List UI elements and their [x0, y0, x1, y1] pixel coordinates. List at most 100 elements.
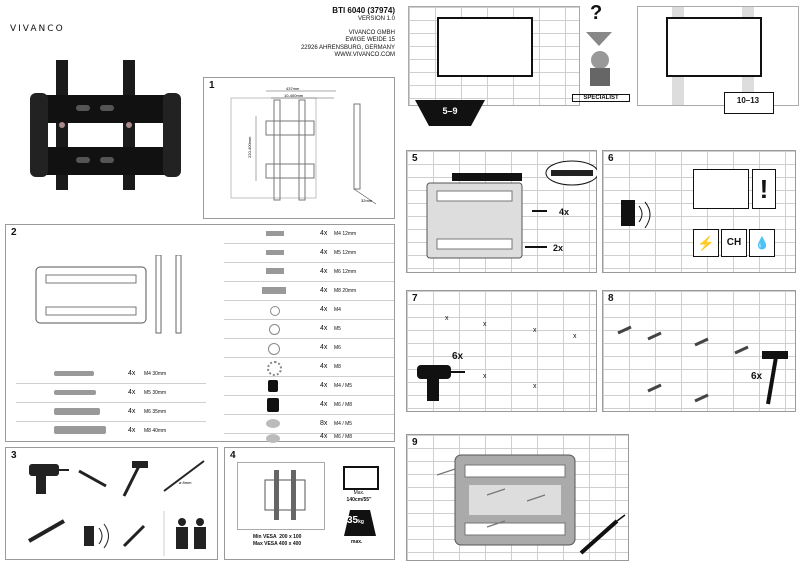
part-row: 4x M8 40mm — [16, 422, 206, 440]
warning-icon: ! — [752, 169, 776, 209]
part-row: 4x M6 35mm — [16, 403, 206, 422]
hammer-icon — [122, 461, 148, 497]
bracket-parts-drawing — [35, 255, 182, 334]
step-number: 3 — [11, 450, 17, 461]
screw-icon — [54, 390, 96, 395]
part-size: M6 12mm — [334, 269, 357, 275]
part-qty: 4x — [320, 249, 328, 256]
wall-tv-left — [408, 6, 580, 106]
detector-icon — [621, 200, 651, 229]
part-row: 4x M5 — [224, 320, 394, 339]
level-icon — [28, 519, 65, 543]
water-icon: 💧 — [749, 229, 775, 257]
part-size: M6 35mm — [144, 409, 167, 415]
washer-icon — [268, 343, 280, 355]
tools-drawing: ø 8mm — [28, 460, 206, 556]
anchor-count-a: 4x — [559, 207, 570, 217]
part-row: 4x M5 12mm — [224, 244, 394, 263]
max-size: 140cm/55" — [346, 497, 372, 503]
part-qty: 4x — [128, 389, 136, 396]
company-name: VIVANCO GMBH — [348, 29, 395, 36]
part-qty: 4x — [320, 325, 328, 332]
screw-icon — [54, 408, 100, 415]
panel-8-anchors: 8 6x — [602, 290, 796, 412]
panel-3-tools: 3 ø 8mm — [5, 447, 218, 560]
page-ref-right — [724, 92, 774, 114]
washer-icon — [266, 434, 280, 443]
panel-1-dimensions: 1 437mm 10-400mm 220-400mm 32mm — [203, 77, 395, 219]
question-icon: ? — [590, 2, 603, 24]
screw-icon — [54, 426, 106, 434]
wall-tv-right — [637, 6, 799, 106]
bracket-on-wall-drawing — [264, 470, 306, 520]
detector-icon — [84, 523, 109, 549]
wall-plate-mount-drawing — [436, 454, 576, 546]
product-photo — [30, 60, 181, 190]
screw-icon — [266, 250, 284, 255]
panel-4-specs: 4 Max. 140cm/55" 35kg max. Min VESA 200 … — [224, 447, 395, 560]
weight-number: 35 — [347, 515, 359, 526]
step-number: 6 — [608, 153, 614, 164]
part-size: M8 — [334, 364, 341, 370]
part-row: 4x M5 30mm — [16, 384, 206, 403]
brand-logo: VIVANCO — [10, 24, 65, 34]
part-row: 4x M4 30mm — [16, 365, 206, 384]
panel-6-detect: 6 ! ⚡ CH 💧 — [602, 150, 796, 273]
drill-icon — [417, 365, 465, 401]
down-arrow-icon — [586, 32, 612, 46]
part-size: M8 40mm — [144, 428, 167, 434]
washer-icon — [270, 306, 280, 316]
drill-mark: x — [573, 333, 577, 340]
drill-bit-icon — [78, 469, 107, 488]
part-size: M6 — [334, 345, 341, 351]
company-city: 22926 AHRENSBURG, GERMANY — [300, 44, 395, 51]
tv-mount-illustration — [237, 462, 325, 530]
model-title: BTI 6040 (37974) — [332, 6, 395, 15]
panel-9-mount: 9 — [406, 434, 629, 561]
drill-mark: x — [533, 383, 537, 390]
drill-mark: x — [483, 373, 487, 380]
spacer-icon — [268, 380, 278, 392]
part-qty: 4x — [320, 306, 328, 313]
specialist-label: SPECIALIST — [572, 94, 630, 102]
part-size: M5 30mm — [144, 390, 167, 396]
screw-icon — [266, 268, 284, 274]
part-size: M5 — [334, 326, 341, 332]
anchor-count: 6x — [751, 371, 763, 382]
part-size: M8 20mm — [334, 288, 357, 294]
part-qty: 4x — [128, 370, 136, 377]
drill-size-label: ø 8mm — [179, 480, 192, 485]
panel-7-drill: 7 x x x x x x 6x — [406, 290, 597, 412]
part-qty: 4x — [128, 427, 136, 434]
specialist-icon — [590, 51, 610, 86]
part-size: M5 12mm — [334, 250, 357, 256]
company-info: VERSION 1.0 VIVANCO GMBH EWIGE WEIDE 15 … — [270, 16, 395, 60]
lock-washer-icon — [267, 361, 282, 376]
panel-5-level: 5 4x 2x — [406, 150, 597, 273]
anchor-count-b: 2x — [553, 243, 564, 253]
weight-suffix: max. — [351, 539, 363, 545]
dimension-drawing: 437mm 10-400mm 220-400mm 32mm — [230, 86, 377, 205]
part-qty: 4x — [320, 363, 328, 370]
spacer-icon — [267, 398, 279, 412]
step-number: 2 — [11, 227, 17, 238]
tv-screen — [666, 17, 762, 77]
height-label: 220-400mm — [247, 136, 252, 158]
company-web: WWW.VIVANCO.COM — [334, 52, 395, 58]
pencil-icon — [122, 524, 146, 548]
hole-label: 10-400mm — [284, 93, 304, 98]
part-qty: 8x — [320, 420, 328, 427]
part-qty: 4x — [128, 408, 136, 415]
screwdriver-icon — [579, 514, 626, 555]
step-number: 7 — [412, 293, 418, 304]
part-row: 4x M8 — [224, 358, 394, 377]
screw-icon — [262, 287, 286, 294]
part-qty: 4x — [320, 401, 328, 408]
electric-icon: ⚡ — [693, 229, 719, 257]
two-persons-icon — [176, 518, 206, 549]
